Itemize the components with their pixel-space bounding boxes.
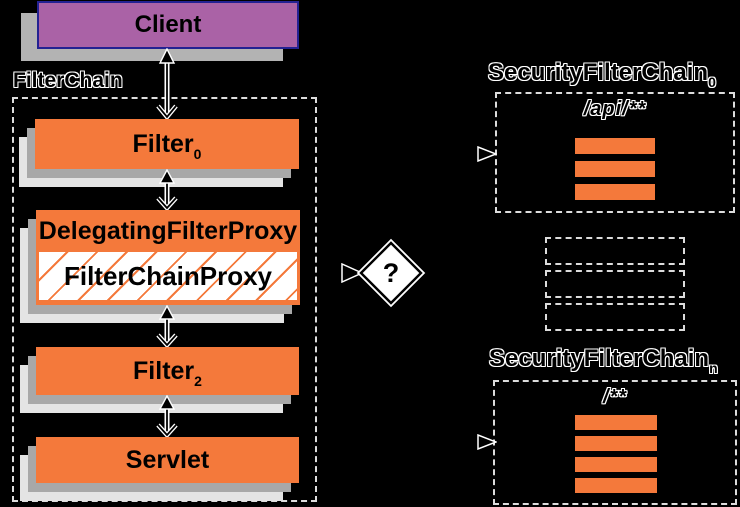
- ellipsis-chain-stack: [545, 237, 685, 331]
- servlet-label: Servlet: [125, 445, 210, 474]
- security-filter-bar: [575, 138, 655, 154]
- decision-question-mark: ?: [382, 257, 400, 288]
- open-arrowhead-icon: [341, 263, 364, 283]
- filter2-label: Filter2: [133, 356, 202, 389]
- securityfilterchainn-title: SecurityFilterChainn: [489, 345, 718, 376]
- bidirectional-arrow-icon: [156, 305, 178, 347]
- filterchain-title: FilterChain: [13, 69, 123, 92]
- servlet-box: Servlet: [36, 437, 299, 483]
- security-filter-bar: [575, 184, 655, 200]
- delegating-filter-proxy-label: DelegatingFilterProxy: [38, 216, 298, 245]
- security-filter-bar: [575, 457, 657, 472]
- securityfilterchain0-filter-bars: [575, 138, 655, 200]
- delegating-filter-proxy-box: DelegatingFilterProxy FilterChainProxy: [36, 210, 300, 305]
- client-box: Client: [37, 1, 299, 49]
- bidirectional-arrow-icon: [156, 169, 178, 210]
- securityfilterchainn-filter-bars: [575, 415, 657, 493]
- bidirectional-arrow-icon: [156, 48, 178, 119]
- security-filter-bar: [575, 436, 657, 451]
- security-filter-bar: [575, 415, 657, 430]
- filter0-box: Filter0: [35, 119, 299, 169]
- security-filter-bar: [575, 161, 655, 177]
- filter2-box: Filter2: [36, 347, 299, 395]
- bidirectional-arrow-icon: [156, 395, 178, 437]
- url-pattern-label: /**: [602, 386, 628, 408]
- ellipsis-chain-placeholder: [545, 270, 685, 298]
- url-pattern-label: /api/**: [583, 98, 647, 120]
- filter-chain-proxy-label: FilterChainProxy: [63, 260, 273, 291]
- securityfilterchain0-title: SecurityFilterChain0: [488, 59, 716, 90]
- securityfilterchain0-box: /api/**: [495, 92, 735, 213]
- filter-chain-proxy-box: FilterChainProxy: [39, 252, 297, 300]
- decision-diamond: [356, 238, 426, 308]
- ellipsis-chain-placeholder: [545, 237, 685, 265]
- security-filter-bar: [575, 478, 657, 493]
- open-arrowhead-icon: [477, 434, 497, 450]
- client-label: Client: [134, 11, 202, 38]
- filter0-label: Filter0: [132, 129, 202, 162]
- ellipsis-chain-placeholder: [545, 303, 685, 331]
- open-arrowhead-icon: [477, 146, 497, 162]
